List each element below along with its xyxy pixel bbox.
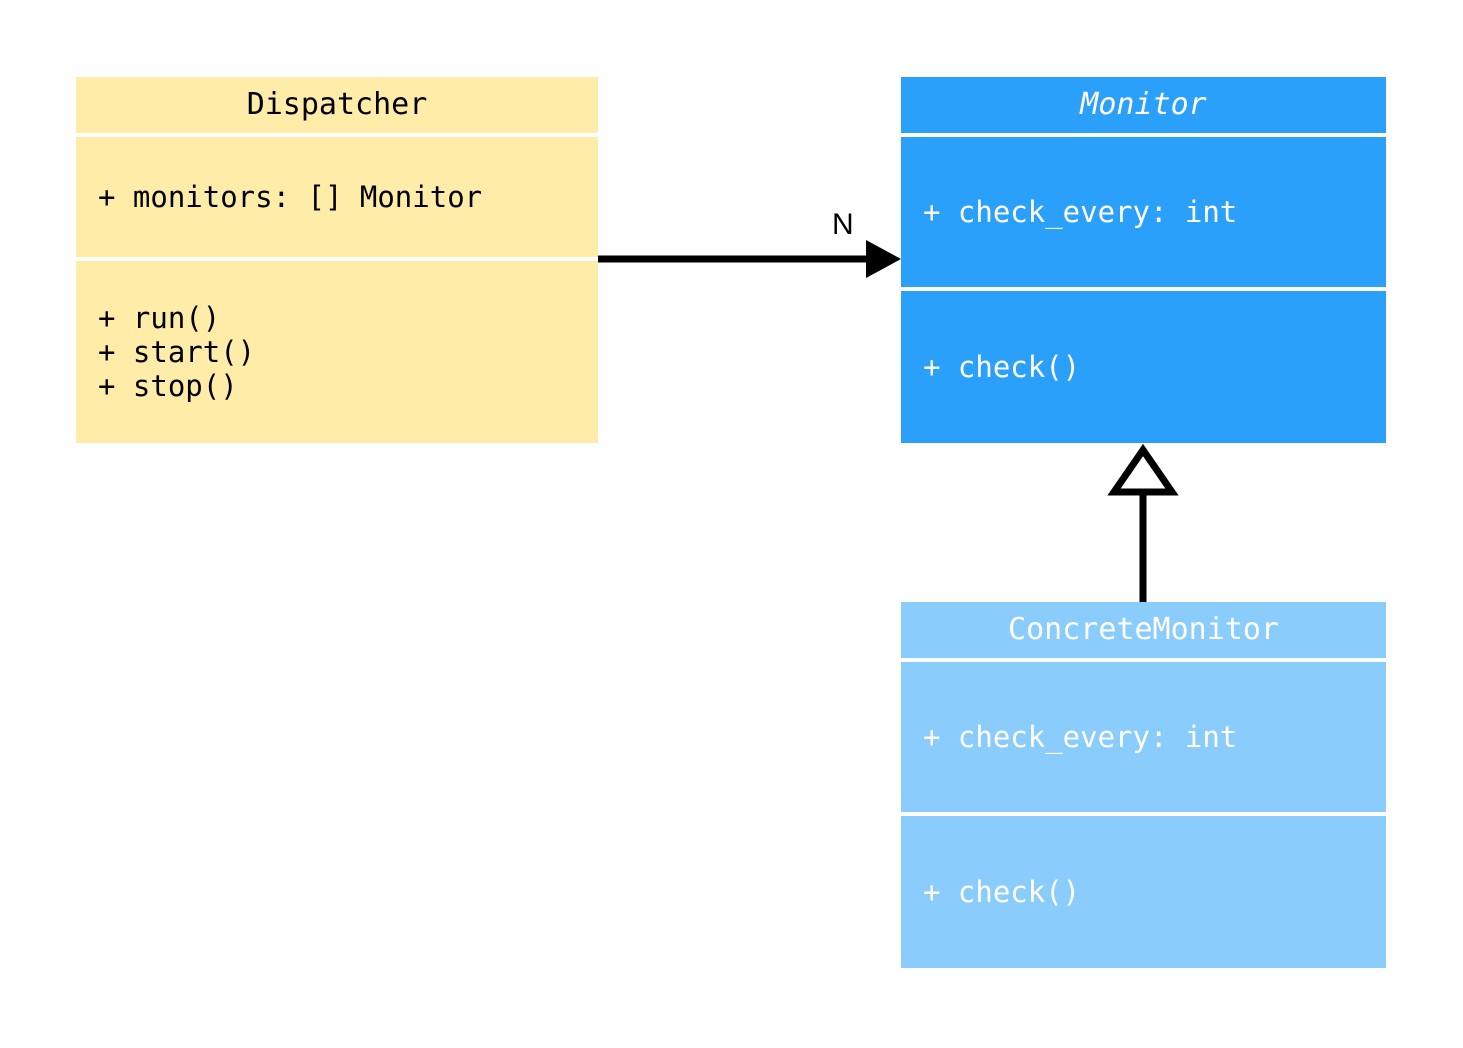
uml-class-monitor[interactable]: Monitor + check_every: int + check() xyxy=(901,77,1386,443)
concrete-monitor-methods-compartment: + check() xyxy=(901,816,1386,968)
attribute-row: + check_every: int xyxy=(923,720,1238,754)
method-row: + run() xyxy=(98,301,221,335)
monitor-title-compartment: Monitor xyxy=(901,77,1386,133)
method-row: + start() xyxy=(98,335,256,369)
dispatcher-class-name: Dispatcher xyxy=(246,87,428,122)
method-row: + check() xyxy=(923,350,1081,384)
monitor-method-list: + check() xyxy=(901,291,1386,443)
dispatcher-attribute-list: + monitors: [] Monitor xyxy=(76,137,598,257)
attribute-row: + monitors: [] Monitor xyxy=(98,180,483,214)
concrete-monitor-title-compartment: ConcreteMonitor xyxy=(901,602,1386,658)
method-row: + check() xyxy=(923,875,1081,909)
dispatcher-methods-compartment: + run() + start() + stop() xyxy=(76,261,598,443)
dispatcher-title-compartment: Dispatcher xyxy=(76,77,598,133)
filled-arrow-icon xyxy=(866,240,901,278)
uml-class-concrete-monitor[interactable]: ConcreteMonitor + check_every: int + che… xyxy=(901,602,1386,968)
dispatcher-attributes-compartment: + monitors: [] Monitor xyxy=(76,137,598,257)
concrete-monitor-class-name: ConcreteMonitor xyxy=(1008,612,1279,647)
monitor-attributes-compartment: + check_every: int xyxy=(901,137,1386,287)
attribute-row: + check_every: int xyxy=(923,195,1238,229)
uml-class-dispatcher[interactable]: Dispatcher + monitors: [] Monitor + run(… xyxy=(76,77,598,443)
concrete-monitor-attributes-compartment: + check_every: int xyxy=(901,662,1386,812)
concrete-monitor-attribute-list: + check_every: int xyxy=(901,662,1386,812)
association-multiplicity-label: N xyxy=(832,208,854,241)
generalization-concrete-monitor-monitor xyxy=(1107,443,1179,602)
monitor-class-name: Monitor xyxy=(1080,87,1207,122)
monitor-methods-compartment: + check() xyxy=(901,291,1386,443)
concrete-monitor-method-list: + check() xyxy=(901,816,1386,968)
dispatcher-method-list: + run() + start() + stop() xyxy=(76,261,598,443)
association-dispatcher-monitor xyxy=(598,240,901,278)
method-row: + stop() xyxy=(98,369,238,403)
hollow-triangle-icon xyxy=(1107,443,1179,496)
monitor-attribute-list: + check_every: int xyxy=(901,137,1386,287)
